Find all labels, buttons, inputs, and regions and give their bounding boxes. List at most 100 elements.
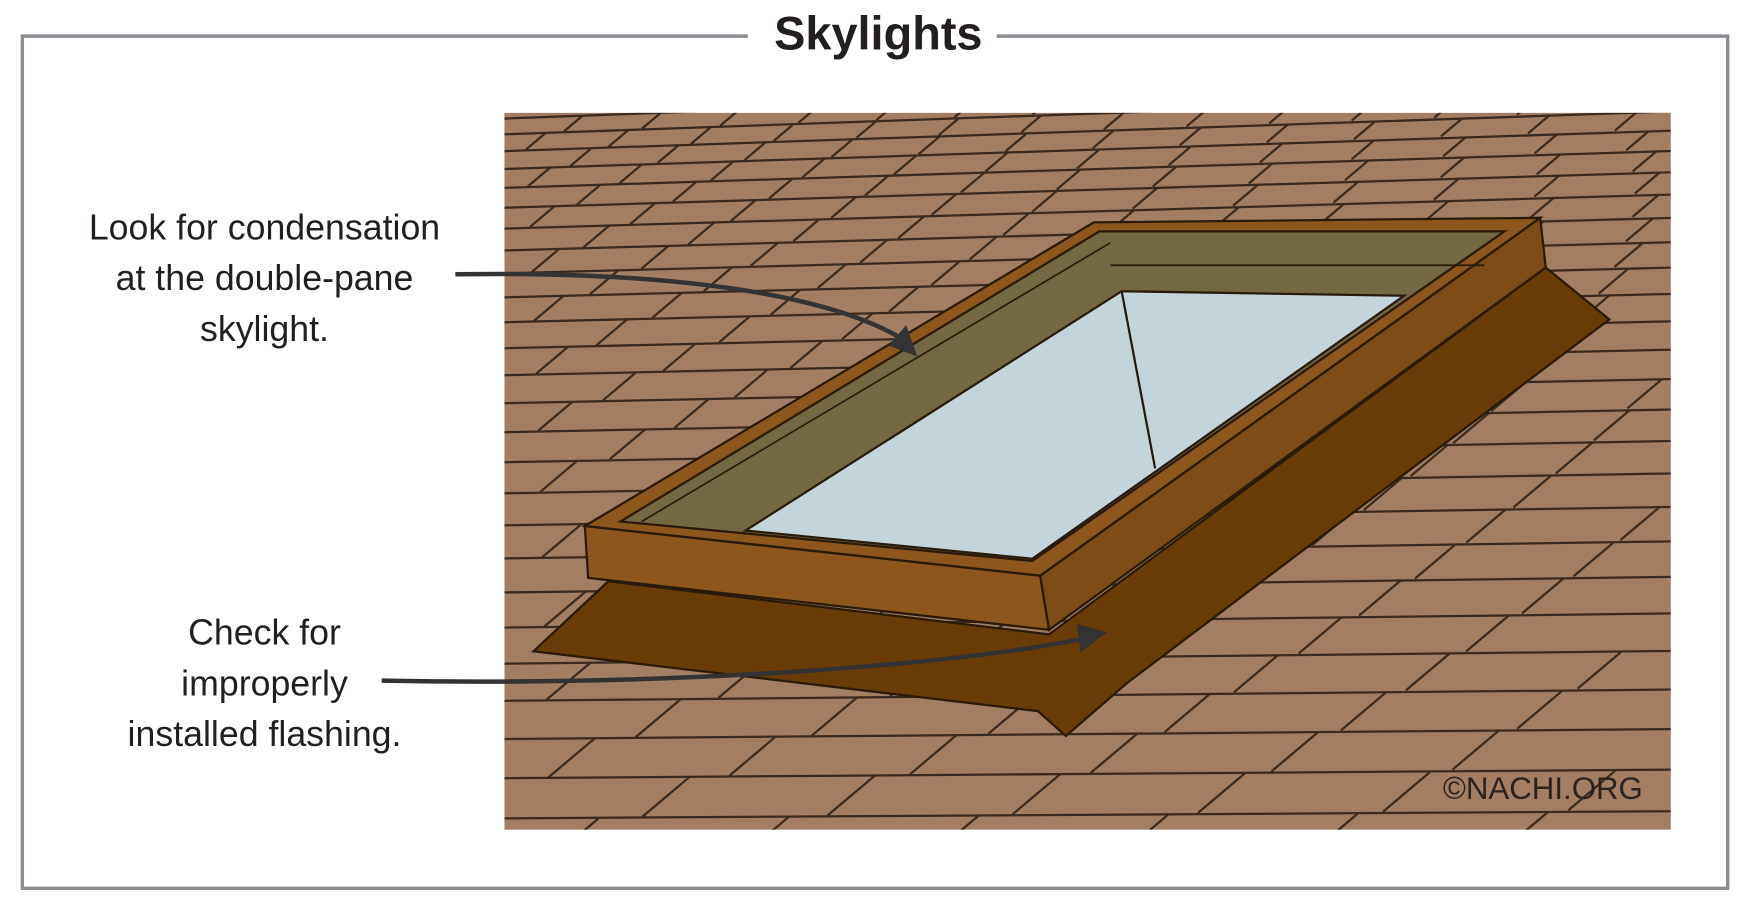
shingle-joint bbox=[968, 235, 998, 261]
shingle-joint bbox=[710, 160, 734, 182]
shingle-joint bbox=[1439, 156, 1466, 179]
shingle-joint bbox=[1091, 129, 1115, 150]
shingle-joint bbox=[730, 199, 757, 222]
shingle-joint bbox=[629, 202, 656, 225]
shingle-joint bbox=[595, 318, 628, 347]
shingle-joint bbox=[1163, 693, 1211, 734]
shingle-joint bbox=[859, 238, 888, 264]
shingle-joint bbox=[504, 627, 506, 630]
shingle-course bbox=[504, 171, 1671, 209]
shingle-joint bbox=[504, 273, 506, 275]
shingle-joint bbox=[504, 493, 506, 495]
shingle-course bbox=[504, 112, 1146, 136]
shingle-joint bbox=[960, 814, 980, 830]
shingle-joint bbox=[618, 163, 643, 185]
shingle-joint bbox=[897, 215, 925, 240]
shingle-joint bbox=[1631, 150, 1657, 173]
shingle-joint bbox=[1619, 506, 1661, 542]
shingle-joint bbox=[1031, 190, 1058, 213]
shingle-joint bbox=[651, 291, 683, 319]
shingle-joint bbox=[1056, 168, 1082, 191]
shingle-joint bbox=[1451, 729, 1500, 771]
shingle-joint bbox=[1350, 112, 1363, 122]
callout-flashing: Check for improperly installed flashing. bbox=[128, 611, 1108, 754]
callout-line: skylight. bbox=[200, 308, 329, 349]
shingle-joint bbox=[792, 218, 820, 243]
shingle-joint bbox=[1404, 652, 1451, 692]
shingle-joint bbox=[1020, 114, 1043, 134]
shingle-joint bbox=[1576, 650, 1623, 690]
shingle-joint bbox=[687, 221, 716, 246]
watermark: ©NACHI.ORG bbox=[1443, 771, 1643, 806]
shingle-joint bbox=[830, 138, 854, 159]
shingle-joint bbox=[504, 322, 506, 324]
shingle-joint bbox=[1567, 769, 1617, 812]
shingle-joint bbox=[1631, 194, 1660, 218]
shingle-joint bbox=[768, 177, 794, 200]
shingle-joint bbox=[789, 340, 824, 369]
shingle-joint bbox=[641, 775, 691, 818]
shingle-joint bbox=[1512, 474, 1553, 509]
shingle-joint bbox=[1185, 112, 1205, 128]
skylight bbox=[530, 215, 1612, 738]
arrowhead-icon bbox=[1077, 624, 1108, 653]
flashing bbox=[530, 266, 1612, 738]
shingle-joint bbox=[533, 294, 565, 322]
shingle-joint bbox=[1266, 123, 1289, 144]
shingle-joint bbox=[607, 129, 630, 148]
shingle-joint bbox=[1533, 133, 1558, 155]
shingle-joint bbox=[930, 260, 961, 287]
shingle-joint bbox=[1248, 162, 1274, 185]
shingle-joint bbox=[1167, 145, 1192, 167]
diagram-title: Skylights bbox=[774, 6, 982, 59]
shingle-joint bbox=[1625, 130, 1650, 152]
shingle-joint bbox=[504, 228, 506, 231]
shingle-joint bbox=[1350, 139, 1375, 161]
shingle-joint bbox=[1613, 242, 1644, 268]
shingle-joint bbox=[640, 245, 670, 270]
shingle-joint bbox=[1465, 614, 1510, 653]
shingle-joint bbox=[662, 342, 697, 372]
shingle-joint bbox=[801, 157, 826, 179]
callout-line: Check for bbox=[188, 611, 341, 652]
shingle-joint bbox=[1465, 508, 1507, 544]
shingle-joint bbox=[608, 428, 646, 461]
shingle-joint bbox=[1579, 79, 1598, 95]
shingle-joint bbox=[583, 816, 601, 830]
outer-frame bbox=[20, 34, 1730, 891]
shingle-joint bbox=[656, 144, 680, 164]
shingle-joint bbox=[917, 135, 941, 156]
shingle-joint bbox=[525, 132, 547, 151]
shingle-joint bbox=[938, 117, 960, 137]
shingle-joint bbox=[1344, 159, 1370, 182]
callout-condensation: Look for condensation at the double-pane… bbox=[89, 206, 918, 357]
shingle-joint bbox=[641, 112, 662, 130]
shingle-joint bbox=[1414, 543, 1457, 580]
shingle-joint bbox=[1614, 112, 1637, 132]
shingle-joint bbox=[749, 241, 779, 267]
shingle-joint bbox=[1353, 120, 1376, 141]
shingle-joint bbox=[504, 778, 506, 780]
shingle-joint bbox=[1555, 441, 1594, 475]
shingle-joint bbox=[909, 734, 958, 776]
shingle-joint bbox=[504, 375, 506, 377]
shingle-joint bbox=[690, 126, 712, 145]
shingle-joint bbox=[771, 815, 790, 830]
shingle-joint bbox=[875, 112, 887, 121]
shingle-joint bbox=[1090, 732, 1138, 774]
shingle-joint bbox=[602, 371, 637, 402]
shingle-joint bbox=[1267, 90, 1286, 106]
shingle-joint bbox=[733, 368, 769, 399]
shingle-joint bbox=[841, 312, 874, 341]
shingle-joint bbox=[1598, 267, 1630, 295]
shingle-joint bbox=[864, 174, 890, 197]
shingle-joint bbox=[1031, 112, 1037, 116]
shingle-joint bbox=[539, 460, 578, 493]
shingle-joint bbox=[1076, 148, 1101, 170]
shingle-joint bbox=[1572, 541, 1615, 578]
shingle-joint bbox=[1152, 165, 1178, 188]
shingle-joint bbox=[1340, 691, 1387, 732]
shingle-joint bbox=[855, 120, 877, 139]
shingle-joint bbox=[930, 193, 958, 216]
